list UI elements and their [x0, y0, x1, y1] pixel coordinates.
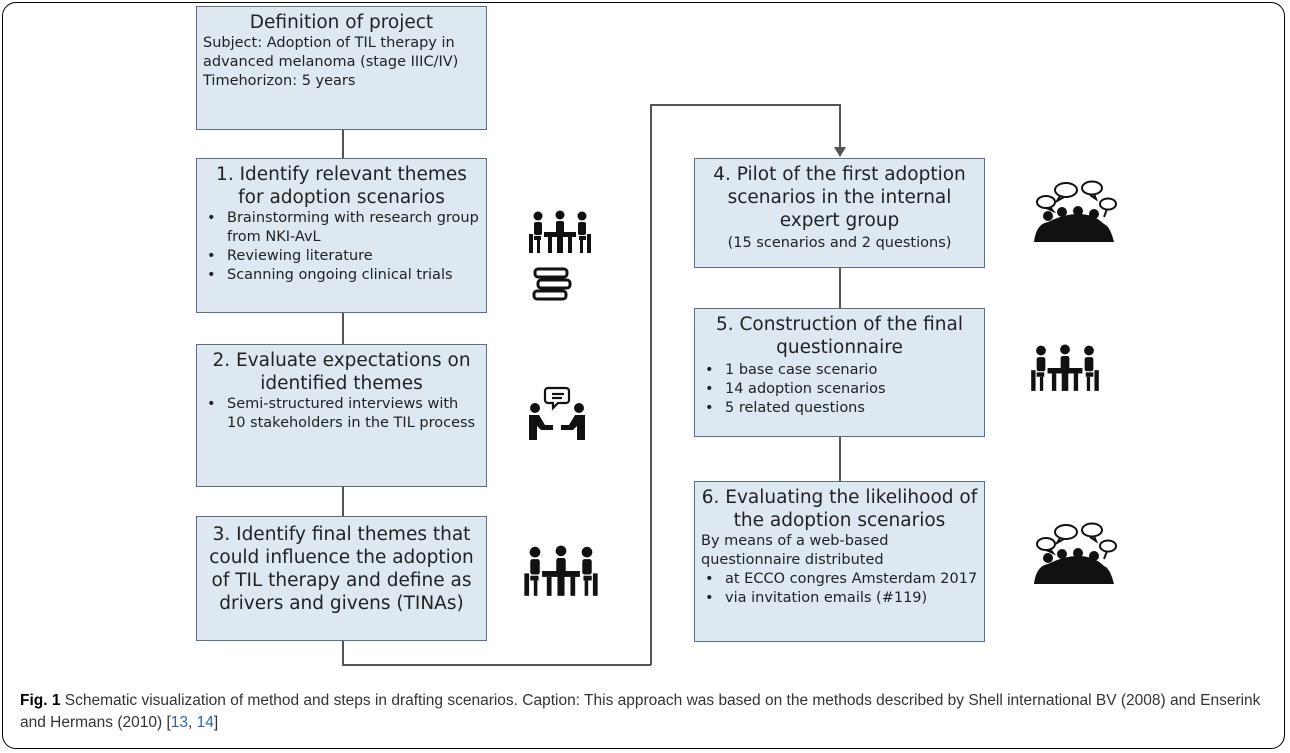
step3-box: 3. Identify final themes that could infl…	[196, 516, 487, 641]
connector-up	[650, 104, 652, 665]
figure-caption: Fig. 1 Schematic visualization of method…	[20, 690, 1270, 734]
list-item: 5 related questions	[701, 399, 978, 418]
connector-3-down	[342, 641, 344, 665]
list-item: Scanning ongoing clinical trials	[203, 266, 480, 285]
list-item: 14 adoption scenarios	[701, 380, 978, 399]
expert-group-icon	[1034, 522, 1117, 584]
definition-box: Definition of project Subject: Adoption …	[196, 6, 487, 130]
connector-1-2	[342, 313, 344, 344]
list-item: at ECCO congres Amsterdam 2017	[701, 570, 978, 589]
step1-title: 1. Identify relevant themes for adoption…	[216, 164, 467, 208]
list-item: Reviewing literature	[203, 247, 480, 266]
step5-title: 5. Construction of the final questionnai…	[715, 314, 963, 358]
definition-title: Definition of project	[249, 12, 434, 33]
arrowhead-icon	[834, 147, 846, 157]
step5-box: 5. Construction of the final questionnai…	[694, 308, 985, 437]
step1-box: 1. Identify relevant themes for adoption…	[196, 158, 487, 313]
connector-4-5	[839, 268, 841, 308]
step6-bullets: at ECCO congres Amsterdam 2017 via invit…	[701, 570, 978, 608]
connector-def-1	[342, 130, 344, 158]
definition-subject: Subject: Adoption of TIL therapy in adva…	[203, 35, 459, 70]
caption-ref-link[interactable]: 14	[196, 714, 214, 731]
connector-top-h	[650, 104, 840, 106]
list-item: via invitation emails (#119)	[701, 589, 978, 608]
list-item: Brainstorming with research group from N…	[203, 209, 480, 247]
step4-box: 4. Pilot of the first adoption scenarios…	[694, 158, 985, 268]
step2-bullets: Semi-structured interviews with 10 stake…	[203, 395, 480, 433]
expert-group-icon	[1034, 180, 1117, 242]
connector-2-3	[342, 487, 344, 516]
meeting-icon	[1031, 344, 1099, 391]
connector-5-6	[839, 437, 841, 481]
caption-separator: ,	[188, 714, 197, 731]
step6-box: 6. Evaluating the likelihood of the adop…	[694, 481, 985, 642]
step4-note: (15 scenarios and 2 questions)	[727, 235, 952, 251]
step6-intro: By means of a web-based questionnaire di…	[701, 533, 889, 568]
connector-to-4	[839, 104, 841, 148]
step6-title: 6. Evaluating the likelihood of the adop…	[701, 487, 978, 531]
step5-bullets: 1 base case scenario 14 adoption scenari…	[701, 361, 978, 418]
step4-title: 4. Pilot of the first adoption scenarios…	[713, 164, 966, 231]
step2-box: 2. Evaluate expectations on identified t…	[196, 344, 487, 487]
step2-title: 2. Evaluate expectations on identified t…	[212, 350, 471, 394]
step1-bullets: Brainstorming with research group from N…	[203, 209, 480, 285]
meeting-icon	[529, 210, 591, 253]
interview-icon	[529, 386, 585, 440]
caption-ref-link[interactable]: 13	[170, 714, 189, 731]
step3-title: 3. Identify final themes that could infl…	[209, 524, 474, 614]
list-item: Semi-structured interviews with 10 stake…	[203, 395, 480, 433]
meeting-icon	[524, 545, 598, 596]
connector-bottom-h	[342, 664, 651, 666]
caption-text: Schematic visualization of method and st…	[20, 692, 1261, 731]
list-item: 1 base case scenario	[701, 361, 978, 380]
books-icon	[532, 267, 572, 301]
caption-label: Fig. 1	[20, 692, 61, 709]
definition-timehorizon: Timehorizon: 5 years	[203, 73, 356, 89]
caption-close: ]	[213, 714, 219, 731]
